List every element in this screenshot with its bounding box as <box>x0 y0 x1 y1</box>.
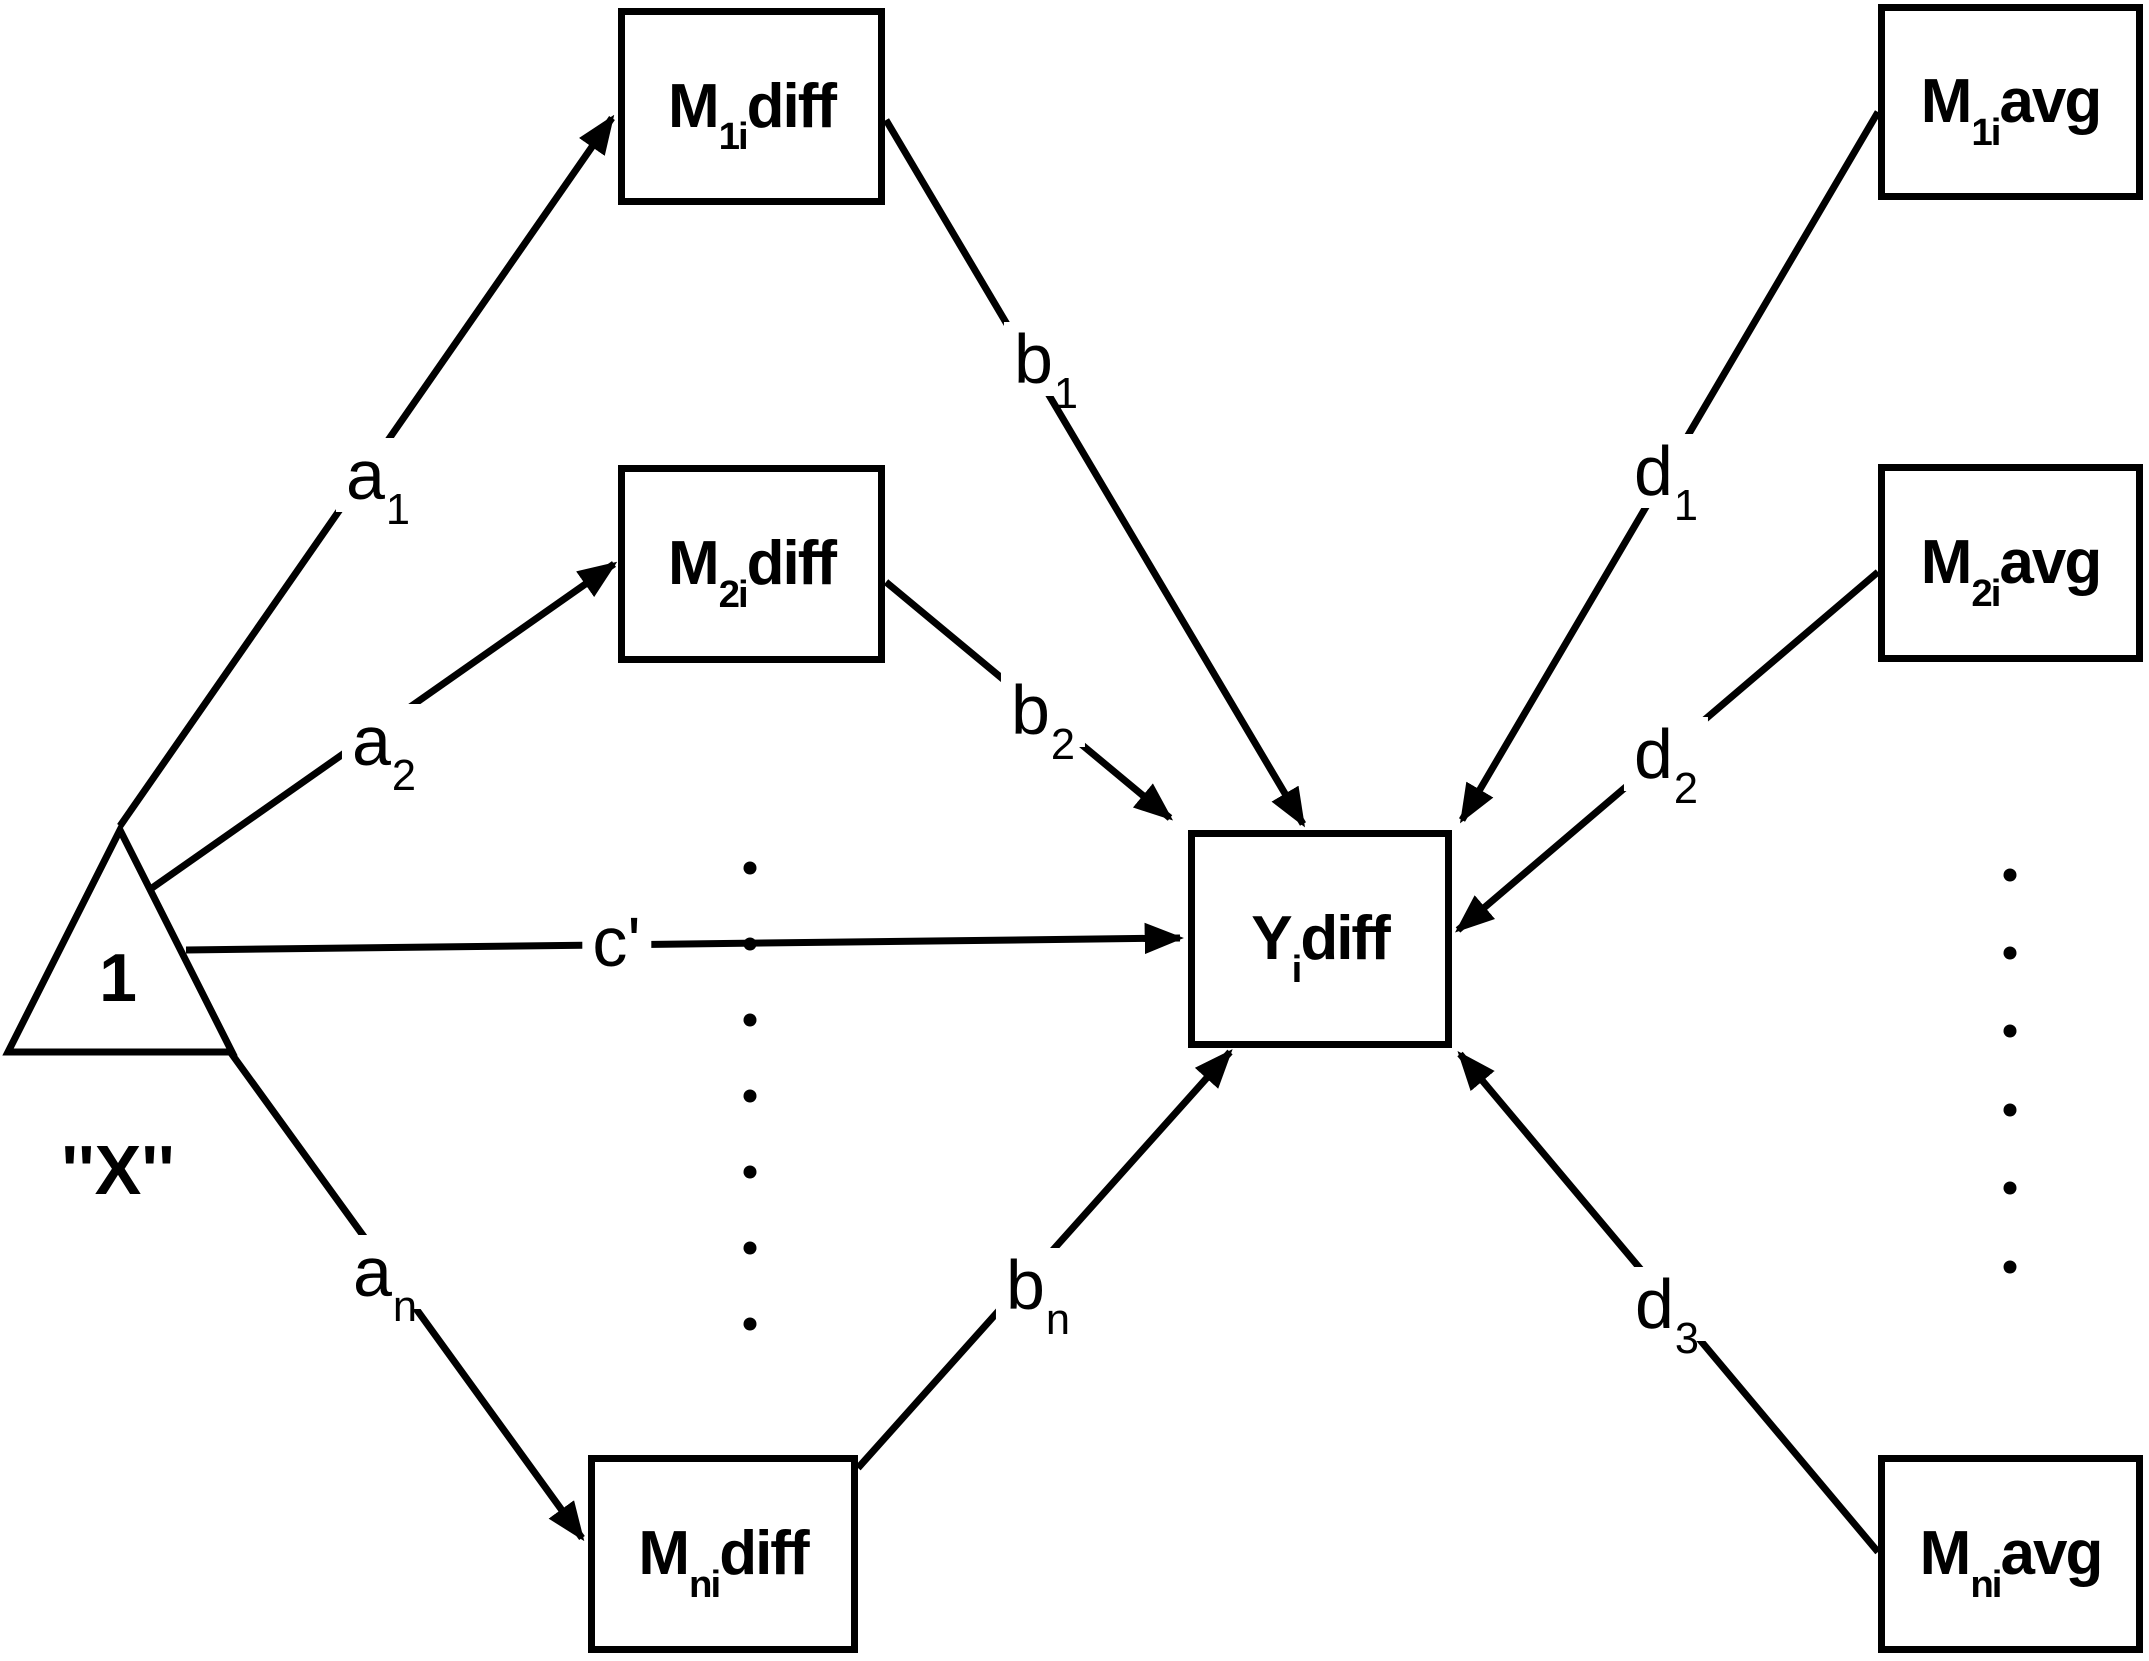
node-mni-avg-label: Mniavg <box>1919 1519 2104 1606</box>
node-yi-diff-label: Yidiff <box>1251 904 1390 991</box>
node-m2i-avg-label: M2iavg <box>1920 528 2103 615</box>
arrow-b1 <box>882 118 1307 828</box>
node-m1i-diff: M1idiff <box>618 8 885 205</box>
path-label-c-prime: c' <box>582 905 652 979</box>
node-mni-avg: Mniavg <box>1878 1455 2143 1653</box>
node-mni-diff-label: Mnidiff <box>638 1519 809 1606</box>
node-x-triangle <box>2 822 238 1056</box>
node-m2i-diff-label: M2idiff <box>667 529 837 616</box>
path-label-an: an <box>342 1235 428 1329</box>
arrow-c-prime <box>185 922 1184 955</box>
vertical-ellipsis-right <box>2003 868 2017 1274</box>
path-label-a1: a1 <box>335 438 421 532</box>
path-label-b2: b2 <box>1000 673 1086 767</box>
node-m1i-avg: M1iavg <box>1878 4 2143 200</box>
node-m2i-avg: M2iavg <box>1878 464 2143 662</box>
path-label-d1: d1 <box>1623 434 1709 528</box>
path-label-d2: d2 <box>1623 717 1709 811</box>
path-label-a2: a2 <box>341 704 427 798</box>
path-label-d3: d3 <box>1624 1267 1710 1361</box>
path-label-b1: b1 <box>1003 322 1089 416</box>
node-mni-diff: Mnidiff <box>588 1455 858 1653</box>
vertical-ellipsis-middle <box>743 861 757 1331</box>
path-label-bn: bn <box>995 1248 1081 1342</box>
node-x-constant-label: 1 <box>99 940 137 1016</box>
node-x-caption: ''X'' <box>61 1131 175 1209</box>
node-m1i-avg-label: M1iavg <box>1920 67 2103 154</box>
node-yi-diff: Yidiff <box>1188 830 1452 1048</box>
node-m1i-diff-label: M1idiff <box>667 71 837 159</box>
node-m2i-diff: M2idiff <box>618 465 885 663</box>
